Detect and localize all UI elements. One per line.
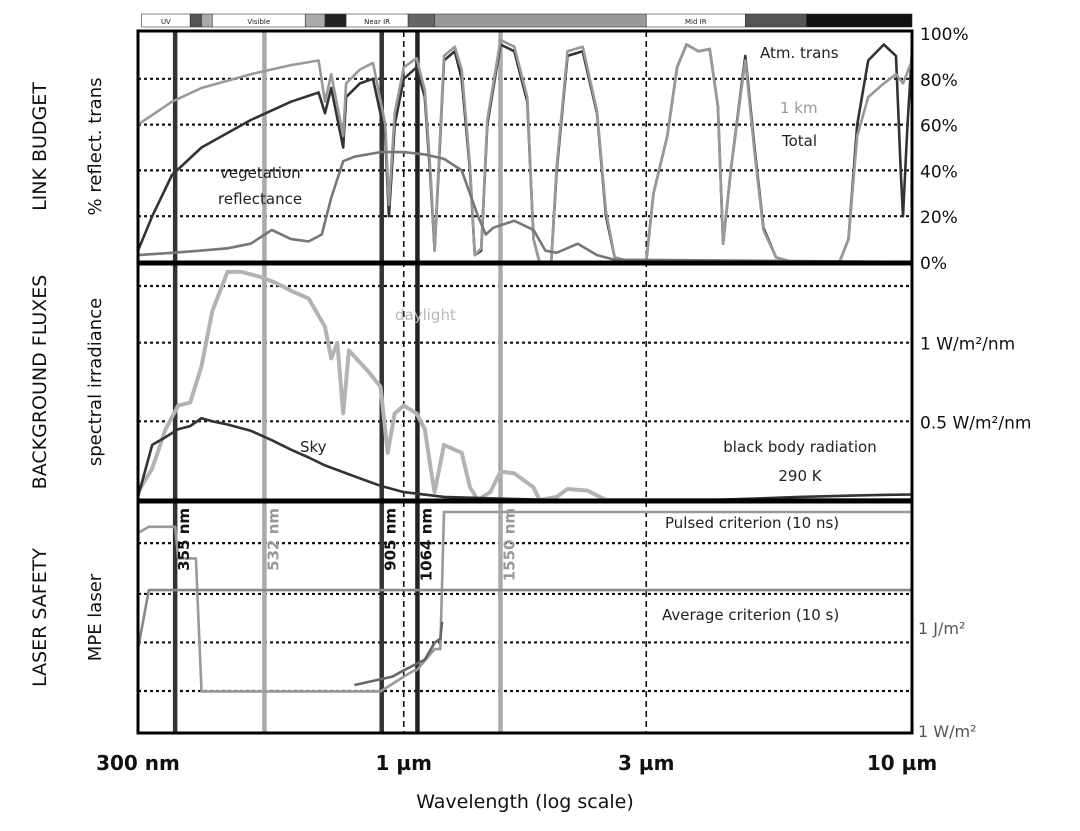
laser-label-1550-nm: 1550 nm (500, 508, 518, 581)
xtick-1-m: 1 µm (376, 751, 432, 775)
laser-label-1064-nm: 1064 nm (417, 508, 435, 581)
panel-frame (136, 29, 914, 264)
band-segment (745, 13, 807, 28)
annotation-reflectance: reflectance (218, 190, 302, 208)
ytick-1-w-m: 1 W/m² (918, 722, 976, 741)
ytick-0-5-w-m-nm: 0.5 W/m²/nm (920, 413, 1031, 433)
ytick-60: 60% (920, 117, 958, 137)
band-label-near-ir: Near IR (364, 18, 390, 26)
row-label-background-fluxes: BACKGROUND FLUXES (29, 275, 51, 490)
ylabel-link-budget: % reflect. trans (85, 78, 106, 216)
panel-frame (136, 262, 914, 502)
panel-frame (136, 500, 914, 735)
band-segment (806, 13, 913, 28)
band-segment (189, 13, 202, 28)
annotation-290-k: 290 K (778, 467, 822, 485)
band-segment (324, 13, 347, 28)
annotation-1-km: 1 km (780, 99, 818, 117)
series-average-criterion-10-s (136, 588, 912, 650)
series-atm-trans (136, 43, 914, 264)
series-vegetation-reflectance (137, 150, 913, 264)
y-tick-labels: 0% 20% 40% 60% 80% 100% 0.5 W/m²/nm 1 W/m²/nm 1 … (918, 25, 1031, 741)
xtick-300-nm: 300 nm (96, 751, 180, 775)
ytick-80: 80% (920, 71, 958, 91)
ytick-20: 20% (920, 208, 958, 228)
annotation-pulsed-criterion-10-ns: Pulsed criterion (10 ns) (665, 514, 839, 532)
band-segment (407, 13, 435, 28)
laser-label-355-nm: 355 nm (175, 508, 193, 571)
band-segment (201, 13, 213, 28)
ytick-0: 0% (920, 254, 947, 274)
band-segment (434, 13, 647, 28)
ytick-100: 100% (920, 25, 969, 45)
ytick-1-w-m-nm: 1 W/m²/nm (920, 335, 1015, 355)
band-label-visible: Visible (247, 18, 270, 26)
annotation-black-body-radiation: black body radiation (723, 438, 876, 456)
panel-laser-safety (136, 510, 912, 693)
annotation-total: Total (781, 132, 817, 150)
x-axis-label: Wavelength (log scale) (416, 791, 634, 813)
band-segment (304, 13, 326, 28)
ylabel-laser-safety: MPE laser (85, 573, 106, 661)
series-trace-2 (354, 621, 444, 687)
panel-link-budget (136, 38, 914, 264)
ytick-1-j-m: 1 J/m² (918, 619, 965, 638)
row-label-link-budget: LINK BUDGET (29, 82, 51, 211)
band-label-uv: UV (161, 18, 171, 26)
x-tick-labels: 300 nm 1 µm 3 µm 10 µm (96, 751, 937, 775)
frames (136, 29, 914, 735)
laser-wavelength-lines (172, 31, 503, 733)
panel-background-fluxes (136, 269, 913, 502)
grid (138, 31, 912, 733)
series-daylight (136, 269, 912, 502)
laser-label-532-nm: 532 nm (264, 508, 282, 571)
annotations: Atm. trans 1 km Total vegetation reflectance… (218, 44, 877, 624)
laser-line-labels: 355 nm 532 nm 905 nm 1064 nm 1550 nm (175, 508, 518, 581)
ylabel-background-fluxes: spectral irradiance (85, 298, 106, 466)
annotation-vegetation: vegetation (220, 164, 301, 182)
band-bar: UV Visible Near IR Mid IR (141, 13, 913, 28)
series-pulsed-criterion-10-ns (137, 510, 912, 693)
annotation-sky: Sky (300, 438, 327, 456)
series-1-km-total (137, 38, 914, 264)
ytick-40: 40% (920, 162, 958, 182)
annotation-atm-trans: Atm. trans (760, 44, 839, 62)
xtick-10-m: 10 µm (867, 751, 937, 775)
laser-label-905-nm: 905 nm (382, 508, 400, 571)
annotation-daylight: daylight (395, 306, 456, 324)
xtick-3-m: 3 µm (618, 751, 674, 775)
annotation-average-criterion-10-s: Average criterion (10 s) (662, 606, 839, 624)
series-sky (136, 416, 912, 502)
band-label-mid-ir: Mid IR (685, 18, 707, 26)
row-label-laser-safety: LASER SAFETY (29, 548, 51, 687)
